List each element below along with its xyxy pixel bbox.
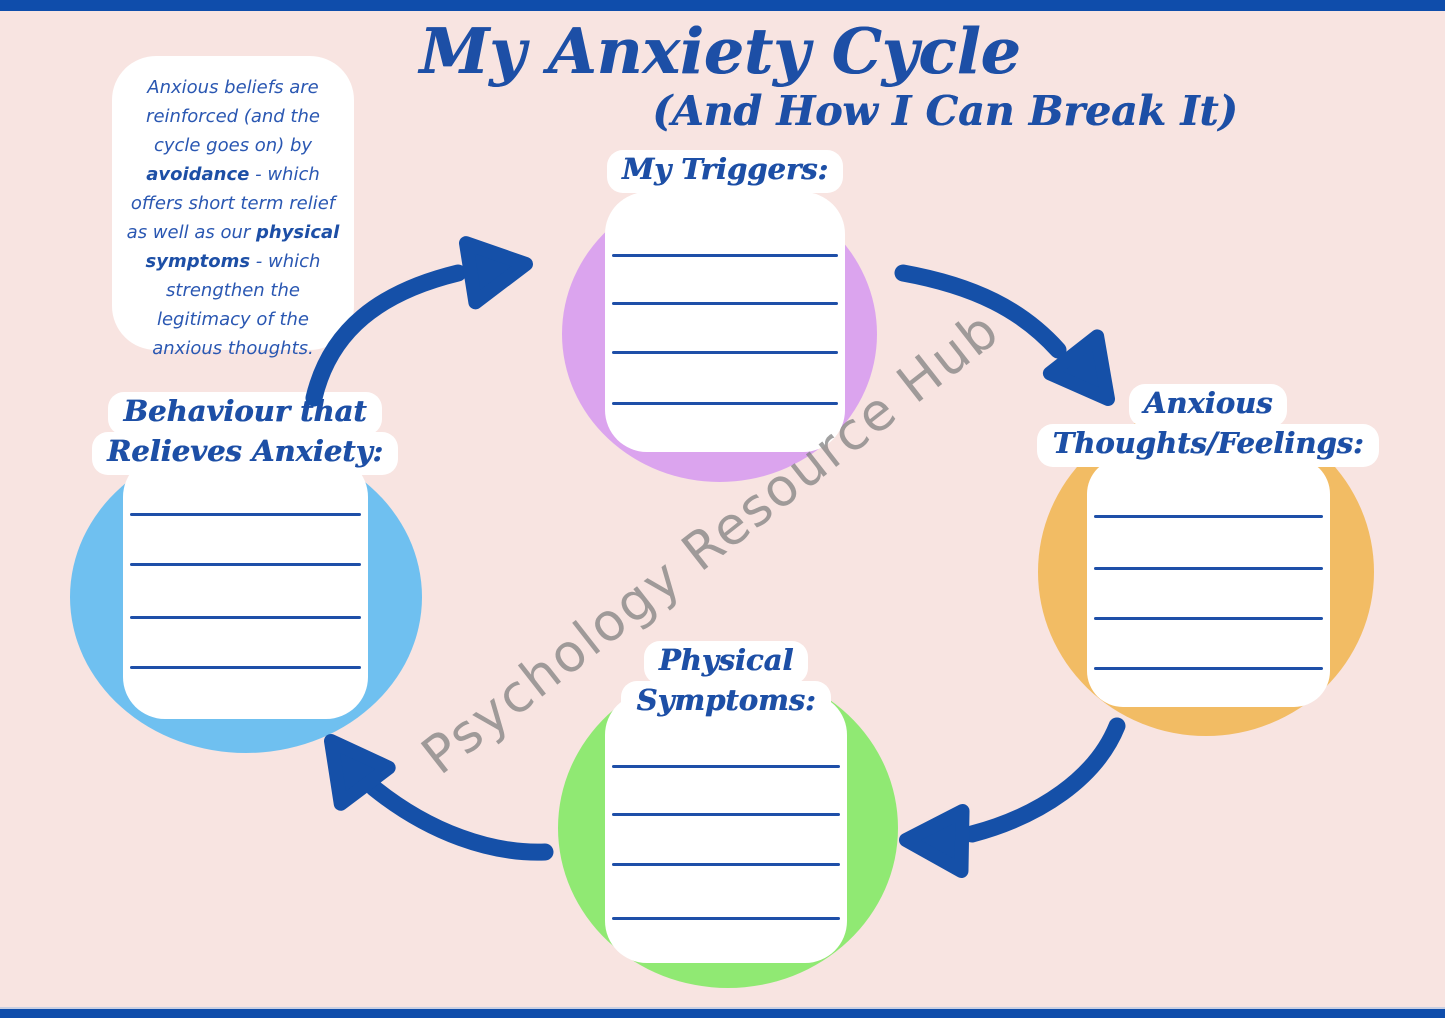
writing-line: [130, 616, 361, 619]
writing-line: [612, 254, 838, 257]
info-line: avoidance - which: [146, 164, 320, 185]
behaviour-label: Behaviour that Relieves Anxiety:: [85, 392, 405, 475]
writing-line: [130, 666, 361, 669]
writing-line: [612, 917, 840, 920]
writing-line: [1094, 515, 1323, 518]
triggers-card: [605, 192, 845, 452]
writing-line: [612, 402, 838, 405]
behaviour-card: [123, 455, 368, 719]
physical-symptoms-card: [605, 693, 847, 963]
writing-line: [1094, 567, 1323, 570]
arrow-triggers-to-anxious: [894, 264, 1067, 359]
writing-line: [130, 563, 361, 566]
arrowhead-left: [899, 803, 970, 878]
info-line: strengthen the: [166, 280, 300, 301]
writing-line: [1094, 617, 1323, 620]
info-line: Anxious beliefs are: [147, 77, 319, 98]
writing-line: [612, 302, 838, 305]
info-line: symptoms - which: [145, 251, 321, 272]
page-subtitle: (And How I Can Break It): [652, 87, 1238, 135]
writing-line: [612, 765, 840, 768]
page-title: My Anxiety Cycle: [419, 14, 1021, 88]
physical-symptoms-label: Physical Symptoms:: [586, 641, 866, 724]
writing-line: [612, 863, 840, 866]
arrowhead-up-right: [458, 236, 533, 310]
triggers-label: My Triggers:: [585, 150, 865, 193]
arrow-anxious-to-physical: [963, 717, 1126, 843]
info-line: legitimacy of the: [156, 309, 309, 330]
arrow-physical-to-behaviour: [365, 779, 554, 861]
info-box: Anxious beliefs are reinforced (and the …: [112, 56, 354, 359]
anxious-thoughts-label: Anxious Thoughts/Feelings:: [1037, 384, 1379, 467]
writing-line: [1094, 667, 1323, 670]
writing-line: [612, 813, 840, 816]
info-line: reinforced (and the: [146, 106, 320, 127]
top-border-bar: [0, 0, 1445, 11]
anxious-thoughts-card: [1087, 458, 1330, 707]
info-line: anxious thoughts.: [152, 338, 314, 359]
writing-line: [130, 513, 361, 516]
info-line: cycle goes on) by: [153, 135, 313, 156]
info-box-text: Anxious beliefs are reinforced (and the …: [122, 73, 344, 363]
writing-line: [612, 351, 838, 354]
info-line: offers short term relief: [130, 193, 336, 214]
info-line: as well as our physical: [126, 222, 340, 243]
bottom-border-bar: [0, 1007, 1445, 1018]
